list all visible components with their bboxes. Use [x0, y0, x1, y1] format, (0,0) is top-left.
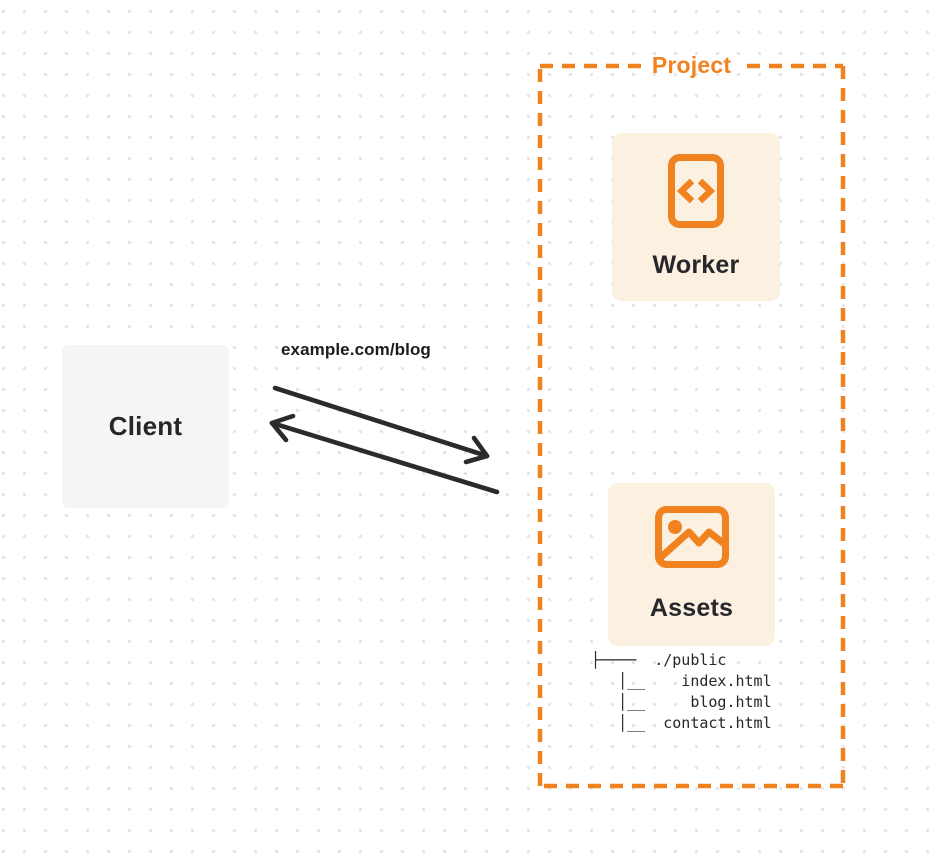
- worker-label: Worker: [652, 251, 740, 279]
- client-node: Client: [62, 345, 229, 508]
- project-dashed-border: [537, 63, 846, 789]
- file-tree-line: ├──── ./public: [591, 651, 727, 669]
- file-tree: ├──── ./public │__ index.html │__ blog.h…: [591, 650, 772, 734]
- response-arrow: [269, 413, 500, 495]
- project-label: Project: [651, 52, 732, 78]
- file-tree-line: │__ contact.html: [591, 714, 772, 732]
- request-url-label: example.com/blog: [281, 340, 431, 359]
- client-label: Client: [108, 411, 183, 441]
- file-tree-line: │__ blog.html: [591, 693, 772, 711]
- code-file-icon: [668, 154, 724, 228]
- request-arrow: [272, 385, 490, 465]
- worker-card: Worker: [612, 133, 780, 301]
- image-icon: [654, 506, 729, 568]
- assets-card: Assets: [608, 483, 775, 646]
- file-tree-line: │__ index.html: [591, 672, 772, 690]
- assets-label: Assets: [649, 594, 734, 622]
